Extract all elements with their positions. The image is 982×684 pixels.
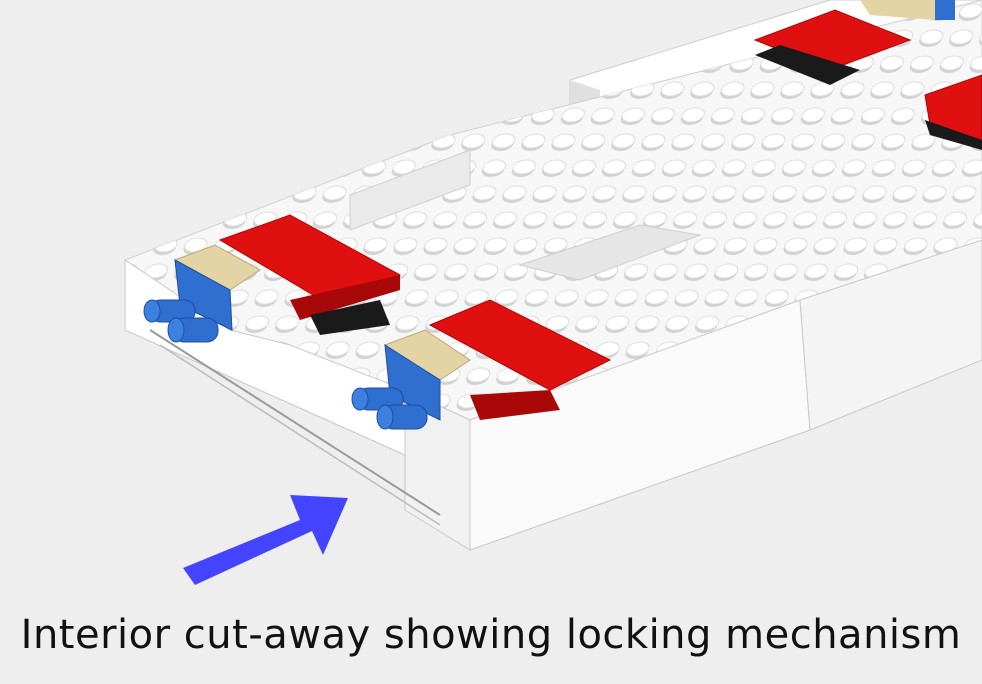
lock-mechanism-2 — [351, 299, 612, 430]
lock-mechanism-4 — [924, 74, 982, 150]
lock-mechanism-1 — [143, 214, 402, 343]
blue-pin-3 — [351, 387, 404, 411]
cutaway-recesses — [349, 149, 702, 281]
caption: Interior cut-away showing locking mechan… — [20, 612, 962, 658]
blue-pin-2 — [167, 317, 219, 343]
blue-arrow-icon — [183, 495, 348, 585]
blue-pin-4 — [376, 404, 428, 430]
blue-pin-1 — [143, 299, 196, 323]
lock-mechanism-3 — [753, 0, 955, 85]
